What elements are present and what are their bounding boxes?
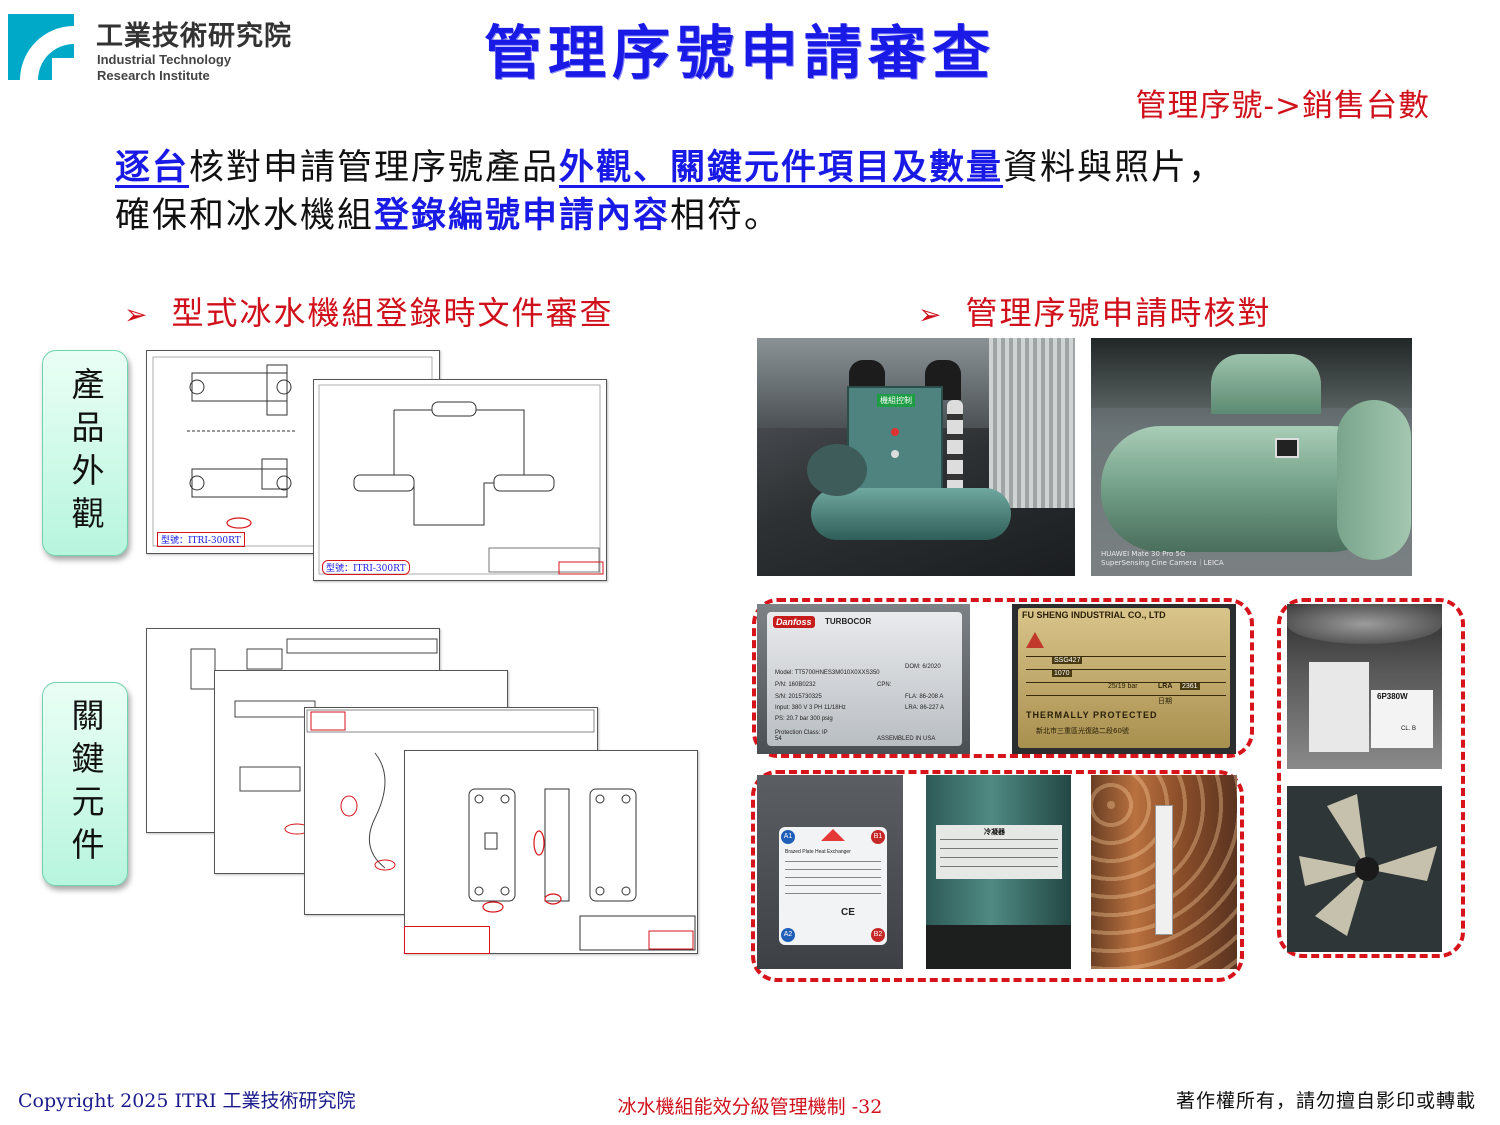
- intro-highlight-each-unit: 逐台: [115, 147, 190, 188]
- drawing-components-3-lines: [306, 709, 595, 871]
- photo-heat-exchanger-label: A1 B1 Brazed Plate Heat Exchanger CE A2 …: [757, 775, 903, 969]
- port-b2-badge: B2: [871, 928, 885, 942]
- chiller-top-pipe: [1211, 354, 1321, 414]
- label-key-components: 關鍵元件: [42, 682, 128, 886]
- photo-cooling-tower: [989, 338, 1075, 508]
- flow-arrow-icon: [821, 829, 845, 841]
- photo-centrifugal-chiller: HUAWEI Mate 30 Pro 5G SuperSensing Cine …: [1091, 338, 1412, 576]
- logo-zh-name: 工業技術研究院: [96, 21, 292, 52]
- drawing-2-model-stamp: 型號：ITRI-300RT: [322, 560, 410, 575]
- footer-page-label: 冰水機組能效分級管理機制 -32: [617, 1096, 883, 1118]
- fan-blade-icon: [1299, 794, 1437, 936]
- port-a1-badge: A1: [781, 830, 795, 844]
- itri-logo-icon: [8, 14, 74, 80]
- footer-rights-notice: 著作權所有，請勿擅自影印或轉載: [1175, 1090, 1476, 1112]
- gauge-column: [947, 400, 963, 500]
- footer-copyright: Copyright 2025 ITRI 工業技術研究院: [18, 1090, 356, 1112]
- drawing-table-highlight: [404, 926, 490, 954]
- intro-highlight-registration: 登錄編號申請內容: [374, 195, 671, 236]
- itri-logo: 工業技術研究院 Industrial Technology Research I…: [8, 12, 298, 84]
- chiller-display: [1275, 438, 1299, 458]
- drawing-piping-1-lines: [318, 384, 604, 575]
- port-b1-badge: B1: [871, 830, 885, 844]
- drawing-heat-exchanger-lines: [468, 788, 696, 951]
- fusheng-brand: FU SHENG INDUSTRIAL CO., LTD: [1022, 610, 1166, 620]
- logo-en-name: Industrial Technology Research Institute: [97, 52, 232, 83]
- drawing-piping-1: 型號：ITRI-300RT: [313, 379, 607, 581]
- page-title: 管理序號申請審查: [483, 19, 996, 87]
- camera-watermark: HUAWEI Mate 30 Pro 5G SuperSensing Cine …: [1101, 550, 1224, 567]
- chiller-end-cap: [1337, 400, 1411, 560]
- arrow-bullet-icon: ➢: [124, 298, 150, 331]
- component-tag: [1155, 805, 1173, 935]
- highlight-group-nameplates: [752, 598, 1254, 758]
- section-heading-document-review: ➢型式冰水機組登錄時文件審查: [124, 294, 614, 332]
- section-heading-serial-check: ➢管理序號申請時核對: [918, 294, 1272, 332]
- port-a2-badge: A2: [781, 928, 795, 942]
- photo-fan-blades: [1287, 786, 1442, 952]
- photo-motor-nameplate: FU SHENG INDUSTRIAL CO., LTD SSG427 1070…: [1012, 604, 1236, 754]
- page-subtitle: 管理序號->銷售台數: [1135, 88, 1430, 124]
- highlight-group-fan: [1277, 598, 1465, 958]
- intro-highlight-items: 外觀、關鍵元件項目及數量: [559, 147, 1004, 188]
- highlight-group-components: [751, 770, 1244, 982]
- drawing-1-model-stamp: 型號：ITRI-300RT: [157, 532, 245, 547]
- control-panel-sign: 機組控制: [877, 394, 915, 407]
- drawing-layout-1-lines: [152, 356, 433, 547]
- label-product-appearance: 產品外觀: [42, 350, 128, 556]
- photo-water-cooled-chiller: 機組控制: [757, 338, 1075, 576]
- photo-compressor-nameplate: Danfoss TURBOCOR Model: TT5700HNES3M010X…: [757, 604, 970, 754]
- thermally-protected-text: THERMALLY PROTECTED: [1026, 710, 1158, 720]
- drawing-heat-exchanger: [404, 750, 698, 954]
- photo-expansion-coil: [1091, 775, 1237, 969]
- shell-tube-vessel: [811, 488, 1011, 540]
- photo-fan-motor-label: 6P380W CL. B: [1287, 604, 1442, 769]
- intro-text: 逐台核對申請管理序號產品外觀、關鍵元件項目及數量資料與照片， 確保和冰水機組登錄…: [115, 147, 1226, 236]
- danfoss-logo: Danfoss: [773, 616, 815, 628]
- photo-condenser-label: 冷凝器: [926, 775, 1071, 969]
- warning-triangle-icon: [1026, 632, 1044, 648]
- turbocor-brand: TURBOCOR: [825, 617, 872, 626]
- arrow-bullet-icon: ➢: [918, 298, 944, 331]
- fan-model-label: 6P380W: [1377, 692, 1408, 701]
